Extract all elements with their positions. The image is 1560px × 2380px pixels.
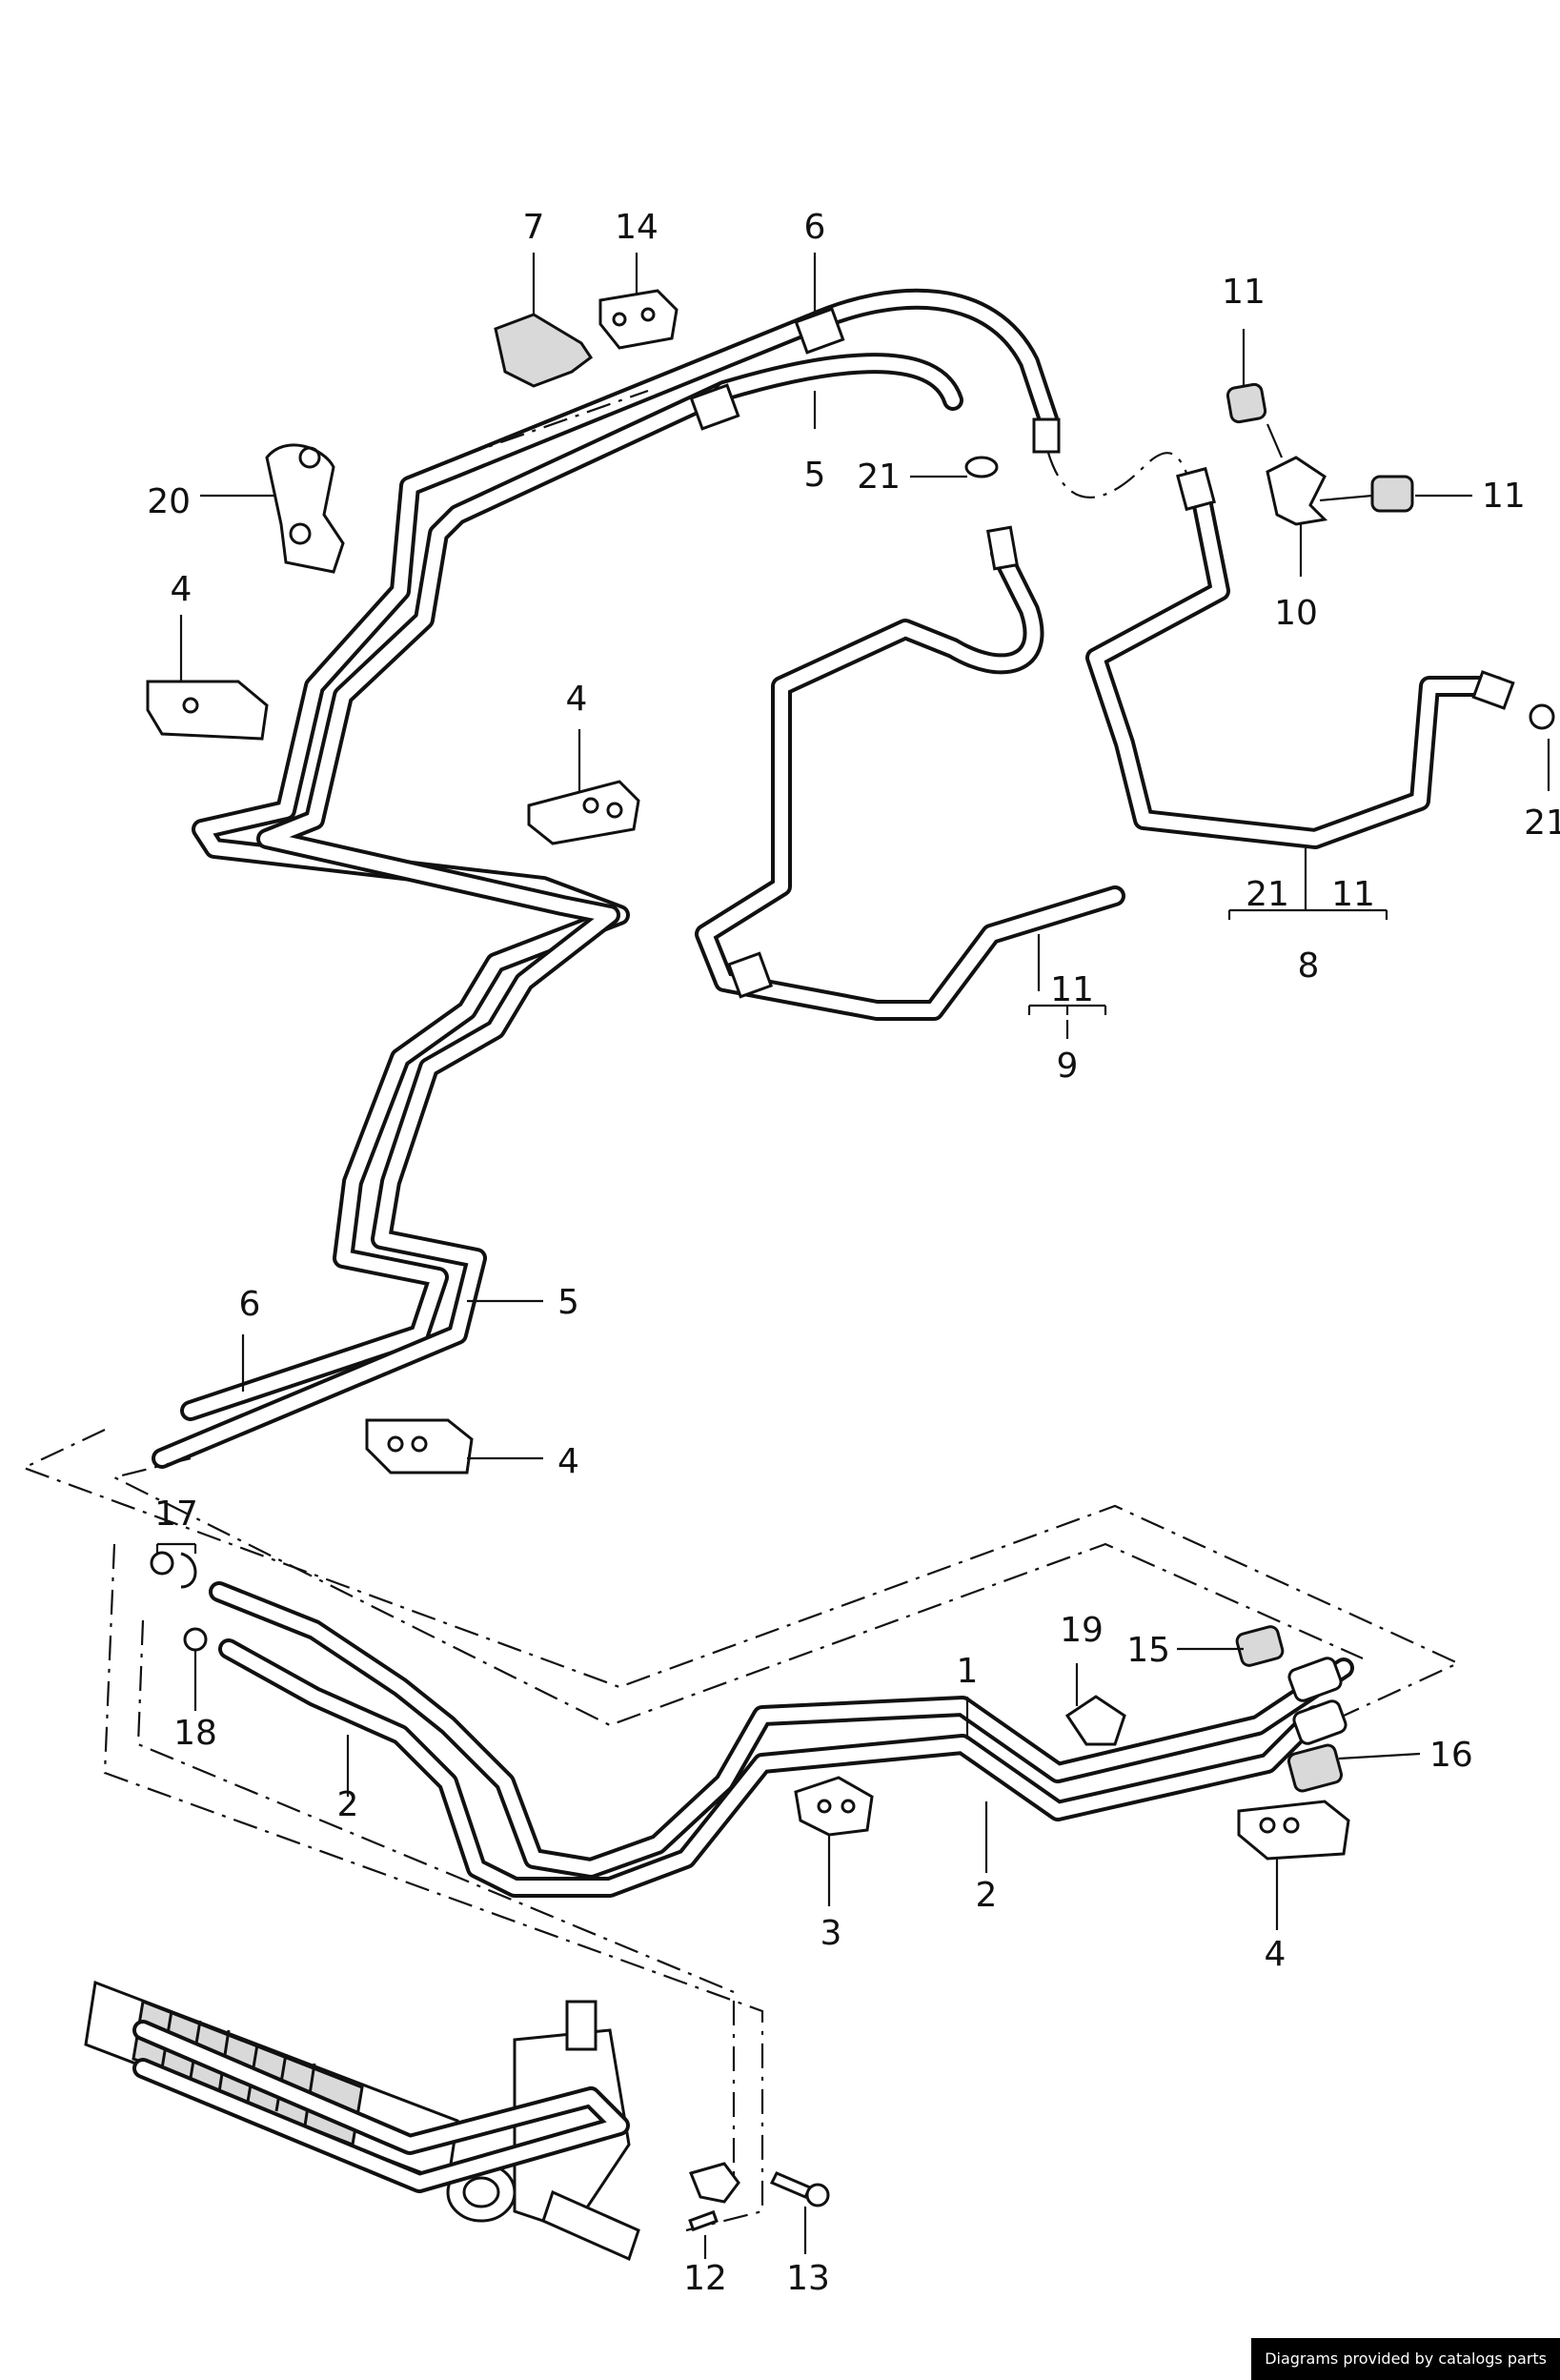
callout-4-center: 4 <box>566 680 588 719</box>
callout-8: 8 <box>1298 946 1320 986</box>
callout-6-top: 6 <box>804 208 826 247</box>
callout-2-left: 2 <box>337 1785 359 1824</box>
hydraulic-line-2 <box>218 1638 1326 1898</box>
part-11-top <box>1226 382 1267 424</box>
callout-11-group9: 11 <box>1050 970 1094 1009</box>
hydraulic-line-1 <box>209 1581 1354 1879</box>
callout-16: 16 <box>1429 1736 1473 1775</box>
callout-13: 13 <box>786 2259 830 2298</box>
part-4-upper-left <box>146 680 269 741</box>
part-12 <box>688 2162 740 2232</box>
callout-14: 14 <box>615 208 658 247</box>
callout-11-right: 11 <box>1482 477 1526 516</box>
callout-4-upper-left: 4 <box>171 570 192 609</box>
steering-rack <box>84 1980 640 2262</box>
callout-9: 9 <box>1057 1047 1079 1086</box>
part-20 <box>265 443 345 574</box>
callout-12: 12 <box>683 2259 727 2298</box>
callout-4-lower-right: 4 <box>1265 1935 1286 1974</box>
callout-21-right: 21 <box>1524 804 1560 843</box>
part-4-lower-left <box>365 1418 474 1475</box>
callout-2-right: 2 <box>976 1876 998 1915</box>
callout-3: 3 <box>821 1914 842 1953</box>
hydraulic-line-5 <box>152 380 735 1469</box>
part-4-center <box>527 780 640 845</box>
diagram-credit: Diagrams provided by catalogs parts <box>1251 2338 1560 2380</box>
callout-17: 17 <box>154 1495 198 1534</box>
hydraulic-line-8 <box>1085 485 1507 849</box>
part-3 <box>794 1776 874 1837</box>
callout-18: 18 <box>173 1714 217 1753</box>
part-4-lower-right <box>1237 1800 1350 1861</box>
leader-lines <box>155 253 1550 2259</box>
callout-6-left: 6 <box>239 1285 261 1324</box>
part-7 <box>494 313 594 388</box>
part-13 <box>769 2171 830 2207</box>
part-18 <box>183 1627 208 1652</box>
callout-15: 15 <box>1126 1631 1170 1670</box>
callout-5-top: 5 <box>804 456 826 495</box>
callout-7: 7 <box>523 208 545 247</box>
part-17 <box>150 1551 197 1589</box>
part-19 <box>1064 1695 1126 1746</box>
callout-21-group8: 21 <box>1246 875 1289 914</box>
callout-5-left: 5 <box>557 1283 579 1322</box>
part-10 <box>1266 456 1328 526</box>
callout-21-top: 21 <box>857 458 901 497</box>
callout-19: 19 <box>1060 1611 1104 1650</box>
part-14 <box>598 289 679 350</box>
part-11-right <box>1370 475 1414 513</box>
callout-11-group8: 11 <box>1331 875 1375 914</box>
part-16 <box>1286 1743 1344 1793</box>
callout-labels: 7 14 6 5 21 11 11 10 21 21 11 8 11 9 20 … <box>147 208 1560 2298</box>
callout-20: 20 <box>147 482 191 521</box>
part-15 <box>1235 1625 1285 1667</box>
callout-10: 10 <box>1274 594 1318 633</box>
hydraulic-line-9 <box>695 542 1125 1021</box>
callout-4-lower-left: 4 <box>557 1442 579 1481</box>
callout-11-top: 11 <box>1222 273 1266 312</box>
callout-1: 1 <box>957 1652 979 1691</box>
